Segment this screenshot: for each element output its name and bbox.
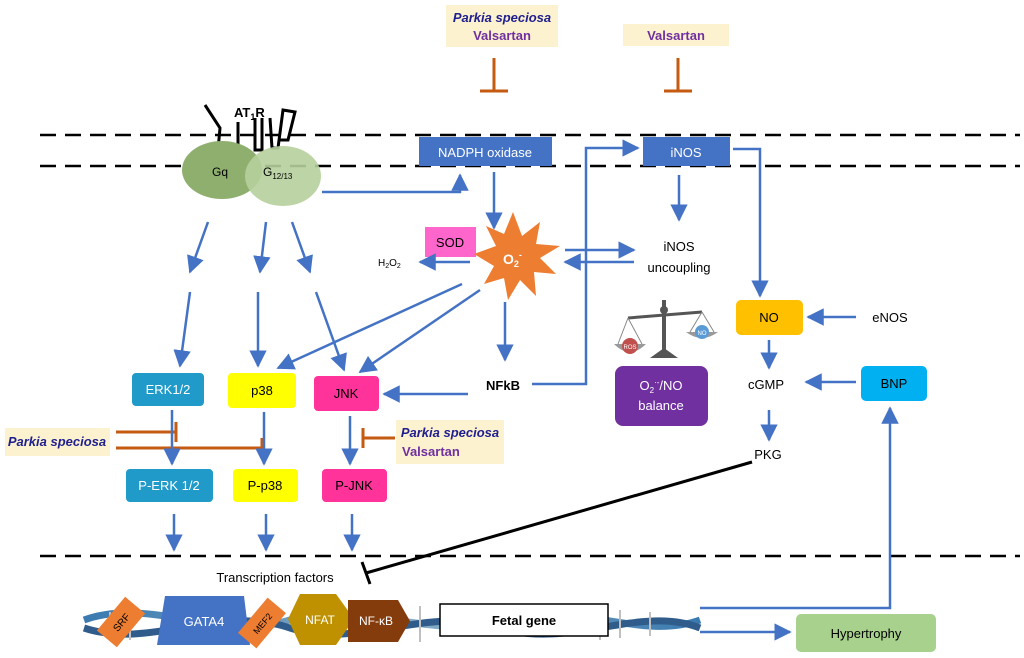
arrow-g-to-erk-2: [173, 291, 192, 368]
balance-label-2: balance: [638, 398, 684, 413]
arrow-nfkb-to-inos: [532, 139, 640, 386]
pjnk-label: P-JNK: [335, 478, 373, 493]
enos-label: eNOS: [872, 310, 908, 325]
pp38-box: [233, 469, 298, 502]
drug-box-top-left: Parkia speciosa Valsartan: [446, 5, 558, 47]
nfkb-factor: NF-κB: [348, 600, 410, 642]
inos-uncoupling-label-2: uncoupling: [648, 260, 711, 275]
nadph-oxidase-box: [419, 137, 552, 166]
drug-box-right-mid: Parkia speciosa Valsartan: [396, 420, 504, 464]
balance-box: [615, 366, 708, 426]
inos-box: [643, 137, 730, 166]
scale-no-label: NO: [698, 331, 707, 337]
arrow-fetal-to-bnp: [700, 406, 899, 610]
superoxide-star: [474, 212, 560, 300]
inhibit-pkg-transcription: [360, 460, 753, 585]
p38-box: [228, 373, 296, 408]
drug-name: Valsartan: [647, 28, 705, 43]
drug-name: Parkia speciosa: [453, 10, 551, 25]
bnp-label: BNP: [881, 376, 908, 391]
jnk-box: [314, 376, 379, 411]
drug-box-top-right: Valsartan: [623, 24, 729, 46]
cgmp-label: cGMP: [748, 377, 784, 392]
inhibit-erk-p38: [116, 422, 264, 458]
pkg-label: PKG: [754, 447, 781, 462]
perk-box: [126, 469, 213, 502]
gq-label: Gq: [212, 165, 228, 179]
arrow-inos-to-no: [733, 147, 769, 298]
pjnk-box: [322, 469, 387, 502]
inhibit-jnk: [361, 428, 395, 448]
erk-box: [132, 373, 204, 406]
arrow-o2-to-p38: [276, 282, 463, 370]
h2o2-label: H2O2: [378, 258, 401, 270]
gq-protein: [182, 141, 262, 199]
perk-label: P-ERK 1/2: [138, 478, 199, 493]
gata4-factor: GATA4: [157, 596, 250, 645]
arrow-g-to-nadph: [322, 173, 469, 194]
fetal-gene-box: [439, 603, 609, 637]
inhibit-inos: [664, 58, 692, 93]
drug-name: Valsartan: [402, 444, 460, 459]
nfkb-dna-label: NF-κB: [359, 614, 393, 628]
g12-protein: [245, 146, 321, 206]
inos-uncoupling-label-1: iNOS: [663, 239, 694, 254]
no-box: [736, 300, 803, 335]
gata4-label: GATA4: [184, 614, 225, 629]
hypertrophy-label: Hypertrophy: [831, 626, 902, 641]
receptor-label: AT1R: [234, 105, 265, 122]
nfat-factor: NFAT: [288, 594, 354, 645]
hypertrophy-box: [796, 614, 936, 652]
nfkb-label: NFkB: [486, 378, 520, 393]
erk-label: ERK1/2: [146, 382, 191, 397]
balance-scale-icon: ROS NO: [614, 300, 718, 358]
arrow-g-to-p38-1: [253, 221, 271, 274]
nfat-label: NFAT: [305, 613, 335, 627]
p38-label: p38: [251, 383, 273, 398]
drug-box-left-mid: Parkia speciosa: [5, 428, 110, 456]
jnk-label: JNK: [334, 386, 359, 401]
transcription-factors-label: Transcription factors: [216, 570, 334, 585]
arrow-o2-to-jnk: [358, 288, 481, 374]
arrows: [163, 139, 899, 641]
drug-name: Valsartan: [473, 28, 531, 43]
drug-name: Parkia speciosa: [8, 434, 106, 449]
drug-name: Parkia speciosa: [401, 425, 499, 440]
balance-label-1: O2·-/NO: [639, 378, 682, 395]
srf-factor: SRF: [96, 596, 146, 648]
arrow-g-to-jnk-2: [314, 291, 347, 372]
no-label: NO: [759, 310, 779, 325]
arrow-g-to-erk-1: [187, 221, 210, 274]
mef2-factor: MEF2: [238, 597, 286, 649]
inhibit-nadph: [480, 58, 508, 93]
scale-ros-label: ROS: [623, 345, 636, 351]
g12-label: G12/13: [263, 165, 293, 181]
superoxide-label: O2-: [503, 250, 522, 269]
bnp-box: [861, 366, 927, 401]
nadph-oxidase-label: NADPH oxidase: [438, 145, 532, 160]
sod-label: SOD: [436, 235, 464, 250]
arrow-g-to-jnk-1: [290, 221, 313, 274]
pp38-label: P-p38: [248, 478, 283, 493]
sod-box: [425, 227, 476, 257]
fetal-gene-label: Fetal gene: [492, 613, 556, 628]
at1r-receptor: AT1R: [203, 104, 297, 152]
inos-label: iNOS: [670, 145, 701, 160]
